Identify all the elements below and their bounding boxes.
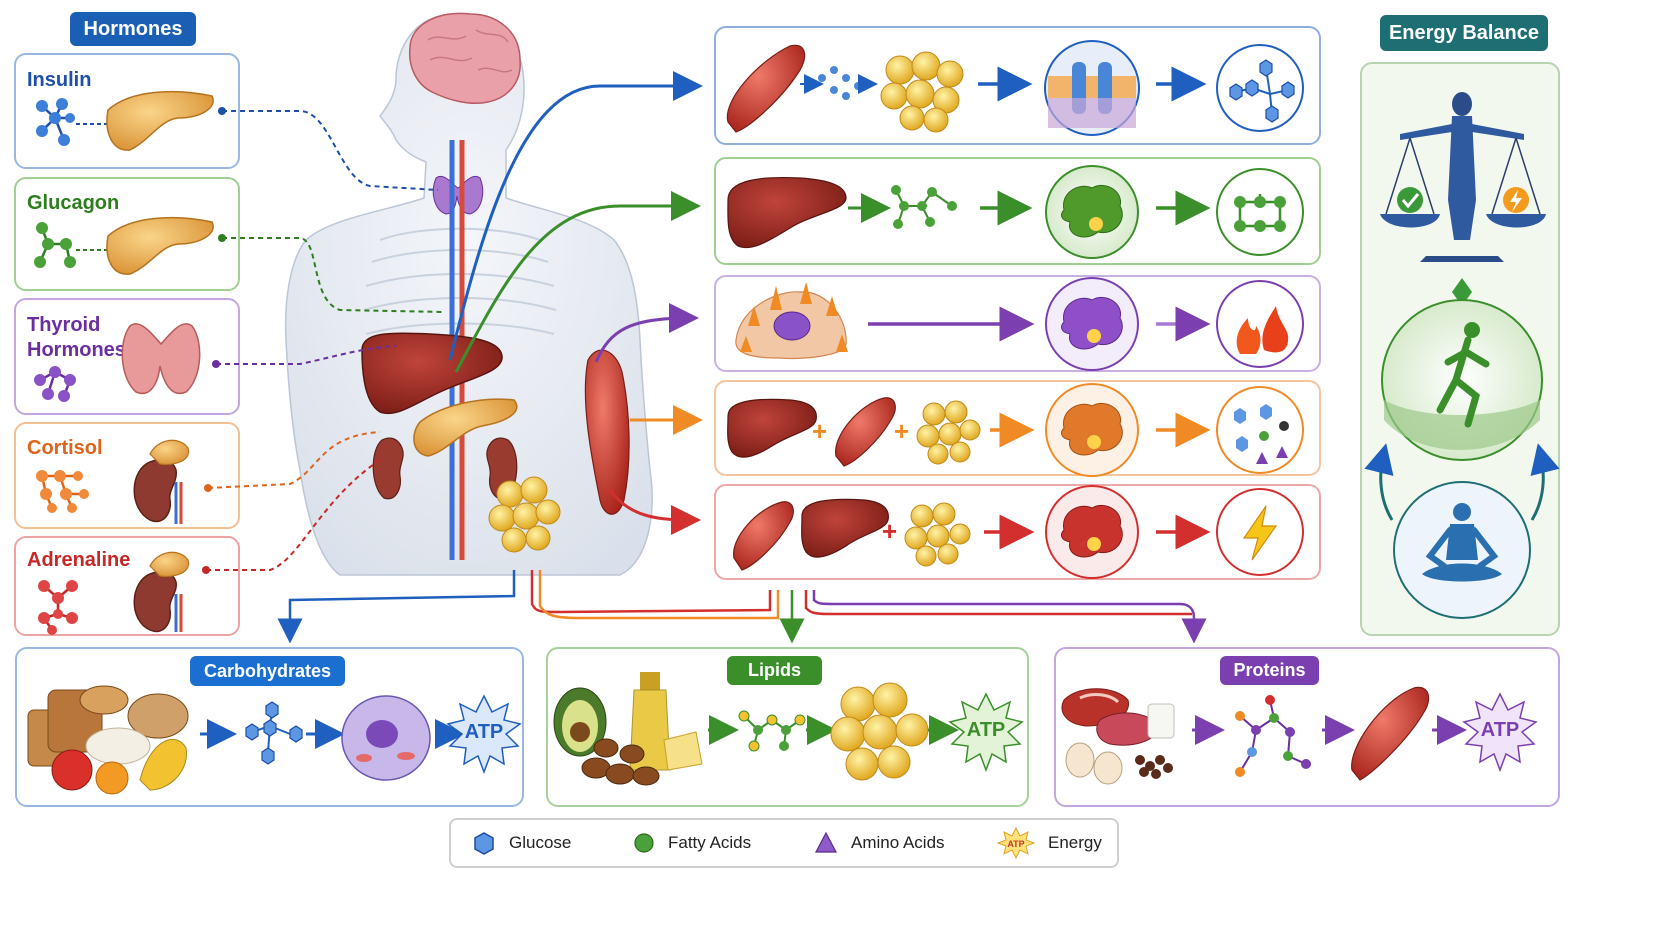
- glucose-chain-icon: [245, 701, 303, 765]
- carbohydrate-foods-icon: [27, 685, 189, 795]
- adipose-tissue-icon: [488, 476, 561, 553]
- check-icon: [1397, 187, 1423, 213]
- cortisol-molecule-icon: [36, 470, 89, 513]
- atp-label-proteins: ATP: [1481, 719, 1520, 741]
- fatty-acids-legend-icon: [634, 833, 654, 853]
- pathway-row-insulin: [726, 40, 1304, 136]
- proteins-label: Proteins: [1220, 656, 1319, 685]
- insulin-molecule-icon: [36, 98, 112, 146]
- adipose-tissue-icon: [880, 51, 964, 133]
- atp-burst-icon: [1462, 692, 1538, 773]
- legend-glucose-label: Glucose: [509, 833, 572, 852]
- muscle-icon: [1351, 686, 1430, 781]
- pathway-row-thyroid: [735, 277, 1304, 371]
- hormones-header: Hormones: [70, 12, 196, 46]
- glucose-output-icon: [1216, 168, 1304, 256]
- heat-icon: [1216, 280, 1304, 368]
- amino-acids-legend-icon: [815, 831, 837, 853]
- protein-foods-icon: [1061, 688, 1175, 785]
- adrenaline-molecule-icon: [38, 580, 78, 635]
- carbohydrates-label: Carbohydrates: [190, 656, 345, 686]
- energy-legend-atp-text: ATP: [1007, 839, 1024, 849]
- lipids-label: Lipids: [727, 656, 822, 685]
- human-body-illustration: [284, 12, 653, 576]
- legend-energy-label: Energy: [1048, 833, 1102, 852]
- kidney-adrenal-icon: [133, 551, 190, 633]
- balance-scale-icon: [1380, 92, 1546, 262]
- pathway-row-cortisol: + +: [727, 383, 1304, 477]
- legend-fatty-acids-label: Fatty Acids: [668, 833, 752, 852]
- atp-label-lipids: ATP: [967, 719, 1006, 741]
- energy-balance-header: Energy Balance: [1380, 15, 1548, 51]
- svg-text:+: +: [894, 416, 909, 446]
- hormone-card-adrenaline[interactable]: [14, 536, 240, 636]
- glucagon-molecule-icon: [34, 222, 112, 268]
- adipose-tissue-icon: [904, 502, 971, 567]
- thyroid-molecule-icon: [34, 366, 76, 402]
- pathway-row-glucagon: [727, 165, 1304, 259]
- fatty-acid-chain-icon: [738, 710, 806, 752]
- pancreas-icon: [106, 90, 214, 151]
- glycogen-glucose-icon: [1216, 44, 1304, 132]
- glucose-legend-icon: [474, 832, 494, 855]
- meditating-person-icon: [1393, 481, 1531, 619]
- hormone-label-thyroid: Thyroid Hormones: [27, 314, 126, 361]
- atp-burst-icon: [948, 692, 1024, 773]
- legend-amino-acids-label: Amino Acids: [851, 833, 945, 852]
- balance-connector-diamond: [1452, 278, 1472, 306]
- running-person-icon: [1381, 299, 1543, 461]
- cell-icon: [341, 695, 431, 781]
- pathway-row-adrenaline: +: [733, 485, 1304, 579]
- atp-label-carbs: ATP: [465, 721, 504, 743]
- hormone-label-glucagon: Glucagon: [27, 192, 120, 214]
- hormone-label-adrenaline: Adrenaline: [27, 549, 131, 571]
- adipose-tissue-icon: [830, 682, 929, 781]
- thyroid-gland-icon: [121, 323, 201, 395]
- svg-text:+: +: [812, 416, 827, 446]
- adipose-tissue-icon: [916, 400, 981, 465]
- svg-text:+: +: [882, 516, 897, 546]
- kidney-adrenal-icon: [133, 439, 190, 524]
- atp-burst-icon: [446, 694, 522, 775]
- amino-acid-chain-icon: [1235, 695, 1311, 777]
- hormone-label-cortisol: Cortisol: [27, 437, 103, 459]
- pancreas-icon: [106, 216, 214, 275]
- hormone-label-insulin: Insulin: [27, 69, 92, 91]
- energy-legend-icon: [996, 826, 1036, 860]
- brain-icon: [408, 12, 521, 104]
- lipid-foods-icon: [553, 672, 703, 786]
